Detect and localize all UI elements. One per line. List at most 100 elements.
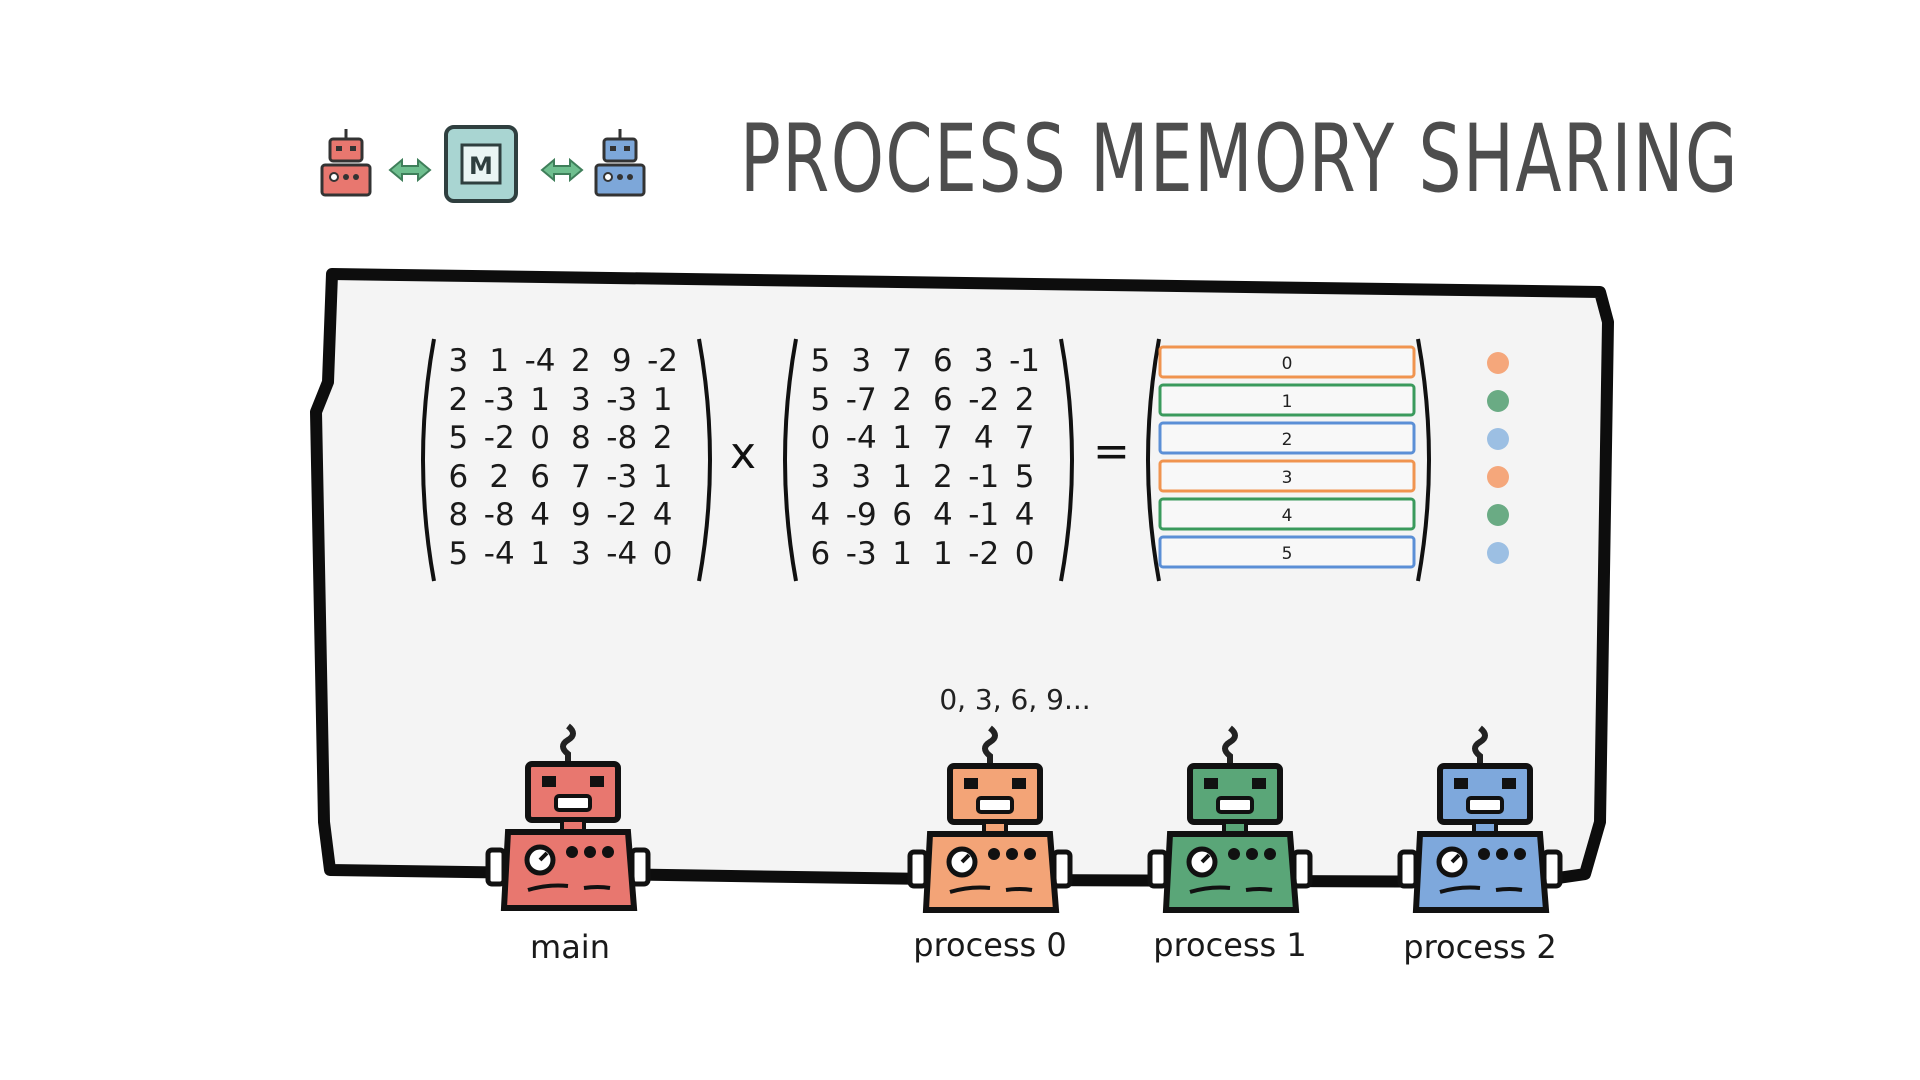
matrix-a-cell: 8 [571,420,591,456]
matrix-b-cell: 5 [810,381,831,418]
matrix-a-cell: -2 [606,497,638,533]
result-row-label: 5 [1282,544,1293,564]
matrix-b-cell: 1 [892,458,912,495]
result-row-label: 1 [1282,392,1293,412]
matrix-b-cell: -1 [968,458,1000,495]
robot-label-main: main [530,928,610,966]
result-row: 3 [1158,459,1416,493]
matrix-a-cell: -2 [647,343,679,379]
matrix-a-cell: 3 [571,381,591,418]
robot-main-icon [485,723,651,911]
matrix-a-cell: 2 [489,458,510,495]
matrix-a-cell: 3 [448,343,469,379]
matrix-b-cell: 0 [1014,535,1035,572]
matrix-a-cell: 1 [489,343,510,379]
matrix-b-cell: 4 [933,497,953,533]
result-matrix-rows: 0 1 2 3 4 5 [1158,345,1416,569]
double-arrow-icon [388,157,432,183]
matrix-a-cell: 5 [448,535,469,572]
matrix-a-cell: -4 [524,343,556,379]
result-row: 2 [1158,421,1416,455]
result-row: 0 [1158,345,1416,379]
equals-sign: = [1093,426,1130,477]
matrix-b-cell: -9 [845,497,877,533]
matrix-b-cell: 2 [892,381,912,418]
row-dot [1487,352,1509,374]
robot-label-process-0: process 0 [913,926,1067,964]
matrix-b-cell: 5 [810,343,831,379]
matrix-a-cell: 4 [530,497,550,533]
double-arrow-icon [540,157,584,183]
matrix-b-cell: 4 [810,497,831,533]
matrix-b-left-bracket [783,338,798,582]
matrix-a-cell: -2 [483,420,515,456]
matrix-a-cell: 9 [571,497,591,533]
robot-icon [320,129,372,197]
process0-row-indices: 0, 3, 6, 9... [939,683,1091,716]
matrix-a-cell: -3 [606,458,638,495]
matrix-a-cell: -8 [606,420,638,456]
matrix-b-cell: 1 [892,535,912,572]
matrix-b-cell: 3 [851,458,872,495]
matrix-a-cell: 9 [611,343,632,379]
result-row: 4 [1158,497,1416,531]
matrix-b-cell: 2 [1014,381,1035,418]
matrix-b-cell: 7 [892,343,912,379]
matrix-b-cell: 5 [1014,458,1035,495]
matrix-b-cell: 4 [973,420,994,456]
memory-chip-icon: M [444,125,518,203]
matrix-b-cell: -4 [845,420,877,456]
matrix-a-cell: -4 [606,535,638,572]
matrix-b-cell: 6 [933,381,953,418]
header-icons: M [320,125,646,203]
result-left-bracket [1146,338,1161,582]
matrix-b-cell: -1 [1009,343,1041,379]
matrix-b-cell: 2 [933,458,953,495]
row-dot [1487,504,1509,526]
matrix-a-cell: 4 [652,497,673,533]
matrix-b-cell: -2 [968,381,1000,418]
matrix-b-cell: 3 [973,343,994,379]
matrix-b-cell: 6 [933,343,953,379]
matrix-b-cell: 4 [1014,497,1035,533]
matrix-a-cell: 0 [652,535,673,572]
matrix-a-cell: -3 [606,381,638,418]
matrix-b-cell: 6 [810,535,831,572]
matrix-a-cell: 1 [652,458,673,495]
matrix-a-cell: 1 [530,381,550,418]
robot-label-process-2: process 2 [1403,928,1557,966]
row-assignment-dots [1487,352,1509,564]
result-row-label: 3 [1282,468,1293,488]
matrix-a-cell: 2 [652,420,673,456]
row-dot [1487,466,1509,488]
matrix-b-cell: 1 [933,535,953,572]
matrix-b-cell: -2 [968,535,1000,572]
robot-label-process-1: process 1 [1153,926,1307,964]
matrix-a-cell: 8 [448,497,469,533]
matrix-a-cell: -3 [483,381,515,418]
robot-icon [594,129,646,197]
matrix-a-cell: 3 [571,535,591,572]
result-row: 1 [1158,383,1416,417]
row-dot [1487,542,1509,564]
matrix-a-cell: 2 [571,343,591,379]
result-row-label: 0 [1282,354,1293,374]
row-dot [1487,428,1509,450]
matrix-b-cell: 3 [851,343,872,379]
matrix-b-cell: 7 [1014,420,1035,456]
robot-process-0-icon [907,725,1073,913]
matrix-b-right-bracket [1059,338,1074,582]
svg-text:M: M [469,152,493,180]
matrix-a-cell: 6 [530,458,550,495]
matrix-b-cell: 1 [892,420,912,456]
matrix-b-cell: 0 [810,420,831,456]
matrix-a-cell: 2 [448,381,469,418]
matrix-b-cell: 3 [810,458,831,495]
result-row-label: 4 [1282,506,1293,526]
matrix-a-right-bracket [697,338,712,582]
robot-process-2-icon [1397,725,1563,913]
matrix-a-cell: -8 [483,497,515,533]
matrix-b-cell: 6 [892,497,912,533]
matrix-b-cell: -3 [845,535,877,572]
